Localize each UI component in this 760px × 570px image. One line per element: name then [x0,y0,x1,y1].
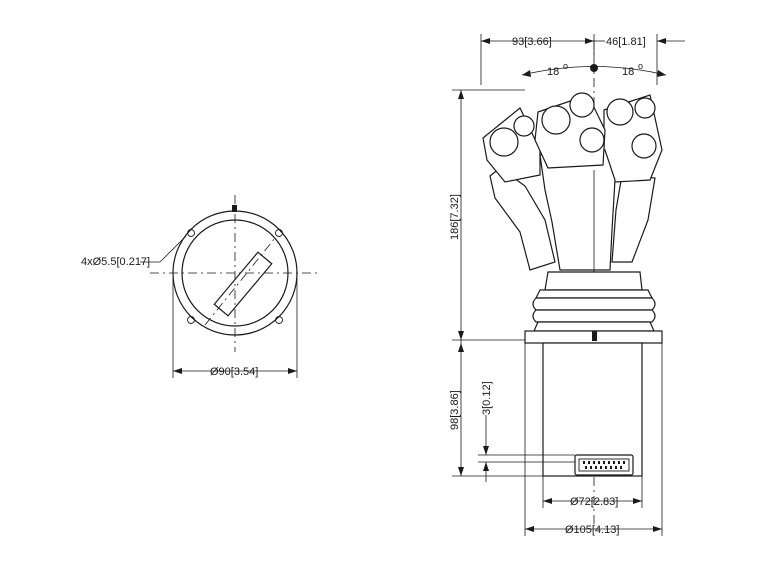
grip-tilted-right [603,94,663,263]
overall-height-label: 186[7.32] [449,194,461,240]
mount-hole [275,316,283,324]
mount-hole [187,229,195,237]
flange-thickness-label: 3[0.12] [481,381,493,415]
side-view: 18 o 18 o 93[3.66] 46[1.81] [449,34,685,536]
offset-right-label: 46[1.81] [606,36,646,48]
connector [574,454,634,476]
tilt-left-degree: o [563,61,568,71]
tilt-left-label: 18 [547,66,559,78]
housing [524,330,663,477]
handle-outline [213,251,273,317]
mount-holes-label: 4xØ5.5[0.217] [81,256,150,268]
base-height-label: 98[3.86] [449,390,461,430]
flange-diameter-label: Ø90[3.54] [210,366,258,378]
top-view: 4xØ5.5[0.217] Ø90[3.54] [81,195,320,378]
flange-inner-circle [181,219,289,327]
base-diameter-label: Ø105[4.13] [565,524,619,536]
tilt-right-label: 18 [622,66,634,78]
offset-left-label: 93[3.66] [512,36,552,48]
grip-center [534,92,616,302]
tilt-right-degree: o [638,61,643,71]
mount-hole [275,229,283,237]
grip-tilted-left [482,107,556,271]
mount-hole [187,316,195,324]
connector-diameter-label: Ø72[2.83] [570,496,618,508]
bellows [532,271,656,332]
